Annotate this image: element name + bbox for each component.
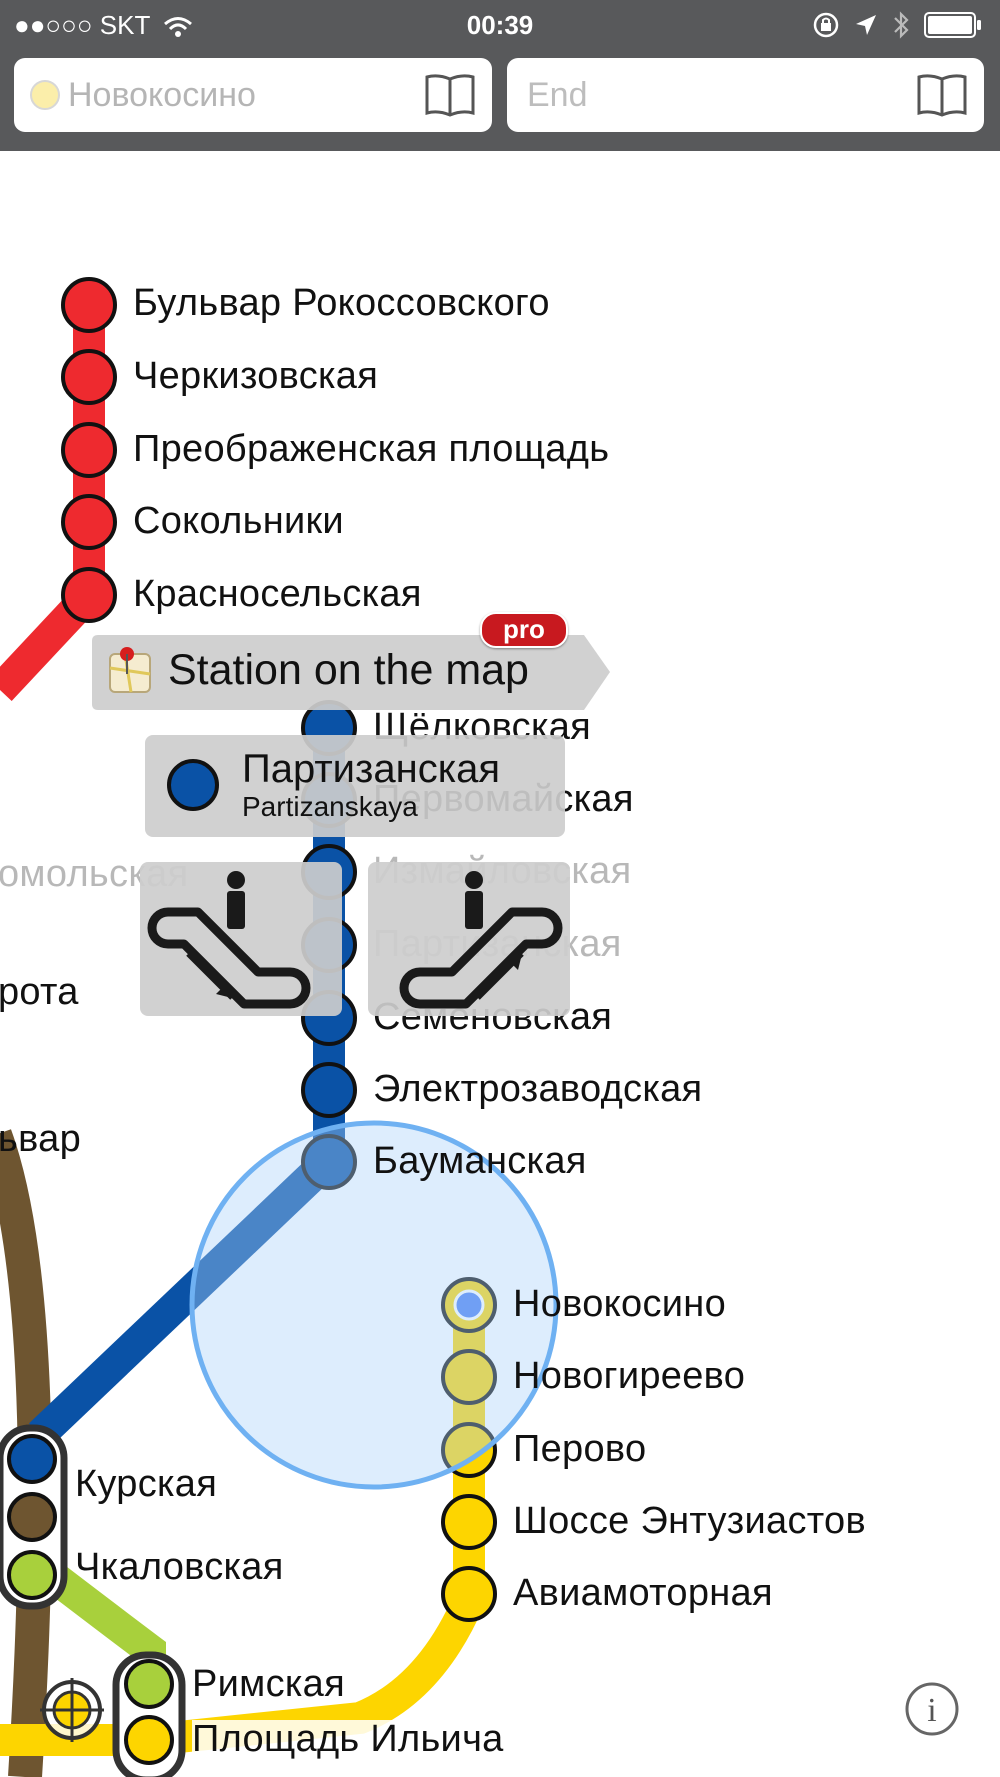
station-label[interactable]: Преображенская площадь bbox=[133, 428, 610, 470]
battery-icon bbox=[924, 12, 981, 38]
station-marker[interactable] bbox=[441, 1566, 497, 1622]
station-label[interactable]: Шоссе Энтузиастов bbox=[513, 1500, 866, 1542]
station-on-map-button[interactable]: Station on the map bbox=[92, 635, 610, 710]
end-station-placeholder: End bbox=[527, 76, 588, 114]
locate-me-icon[interactable] bbox=[40, 1678, 104, 1742]
station-info-panel[interactable]: Партизанская Partizanskaya bbox=[145, 735, 565, 837]
station-marker[interactable] bbox=[441, 1494, 497, 1550]
station-label[interactable]: Новогиреево bbox=[513, 1355, 746, 1397]
station-label-partial[interactable]: рота bbox=[0, 971, 79, 1013]
station-label[interactable]: Бульвар Рокоссовского bbox=[133, 282, 550, 324]
station-name: Партизанская bbox=[242, 747, 500, 791]
station-label[interactable]: Перово bbox=[513, 1428, 647, 1470]
station-label-partial[interactable]: ьвар bbox=[0, 1118, 82, 1160]
station-marker[interactable] bbox=[61, 567, 117, 623]
metro-map[interactable] bbox=[0, 151, 1000, 1777]
carrier-name: SKT bbox=[99, 10, 150, 40]
carrier-status: ●●○○○ SKT bbox=[14, 0, 193, 50]
station-marker[interactable] bbox=[441, 1422, 497, 1478]
station-label[interactable]: Чкаловская bbox=[75, 1546, 284, 1588]
station-on-map-button-shape bbox=[92, 635, 610, 710]
escalator-up-button[interactable] bbox=[368, 862, 570, 1016]
station-translit: Partizanskaya bbox=[242, 791, 418, 822]
info-icon[interactable]: i bbox=[904, 1681, 960, 1737]
station-marker[interactable] bbox=[61, 277, 117, 333]
blue-line-station-icon bbox=[167, 759, 219, 811]
station-label[interactable]: Новокосино bbox=[513, 1283, 727, 1325]
status-icons bbox=[812, 0, 982, 50]
selection-circle bbox=[189, 1120, 559, 1490]
end-station-field[interactable]: End bbox=[507, 58, 984, 132]
rimskaya-transfer[interactable] bbox=[112, 1651, 186, 1777]
start-station-field[interactable]: Новокосино bbox=[14, 58, 492, 132]
station-label[interactable]: Авиамоторная bbox=[513, 1572, 773, 1614]
station-label[interactable]: Римская bbox=[192, 1663, 345, 1705]
start-station-dot-icon bbox=[30, 80, 60, 110]
wifi-icon bbox=[164, 17, 193, 38]
brown-line bbox=[0, 1129, 52, 1777]
bluetooth-icon bbox=[894, 11, 909, 39]
station-label[interactable]: Площадь Ильича bbox=[192, 1718, 504, 1760]
station-marker[interactable] bbox=[61, 349, 117, 405]
end-station-list-icon[interactable] bbox=[916, 73, 968, 117]
station-marker[interactable] bbox=[441, 1349, 497, 1405]
station-label[interactable]: Красносельская bbox=[133, 573, 422, 615]
signal-strength-icon: ●●○○○ bbox=[14, 10, 93, 40]
station-label[interactable]: Сокольники bbox=[133, 500, 344, 542]
escalator-down-icon bbox=[147, 871, 311, 1009]
station-label[interactable]: Бауманская bbox=[373, 1140, 587, 1182]
rotation-lock-icon bbox=[813, 12, 839, 38]
station-marker[interactable] bbox=[301, 1062, 357, 1118]
station-label[interactable]: Курская bbox=[75, 1463, 218, 1505]
map-pin-icon bbox=[109, 647, 151, 693]
start-station-value: Новокосино bbox=[68, 76, 256, 114]
top-bar: ●●○○○ SKT 00:39 Новокосино bbox=[0, 0, 1000, 151]
station-marker[interactable] bbox=[61, 422, 117, 478]
station-marker[interactable] bbox=[61, 494, 117, 550]
current-location-marker bbox=[453, 1289, 485, 1321]
escalator-up-icon bbox=[399, 871, 563, 1009]
station-label[interactable]: Электрозаводская bbox=[373, 1068, 703, 1110]
kurskaya-transfer[interactable] bbox=[0, 1424, 68, 1610]
svg-text:i: i bbox=[927, 1692, 936, 1729]
status-time: 00:39 bbox=[466, 10, 534, 40]
escalator-down-button[interactable] bbox=[140, 862, 342, 1016]
station-on-map-label: Station on the map bbox=[168, 646, 529, 694]
yellow-stations bbox=[441, 1277, 497, 1622]
start-station-list-icon[interactable] bbox=[424, 73, 476, 117]
location-arrow-icon bbox=[856, 15, 876, 35]
station-marker[interactable] bbox=[301, 1134, 357, 1190]
station-label[interactable]: Черкизовская bbox=[133, 355, 379, 397]
red-stations bbox=[61, 277, 117, 623]
pro-badge: pro bbox=[480, 612, 568, 648]
